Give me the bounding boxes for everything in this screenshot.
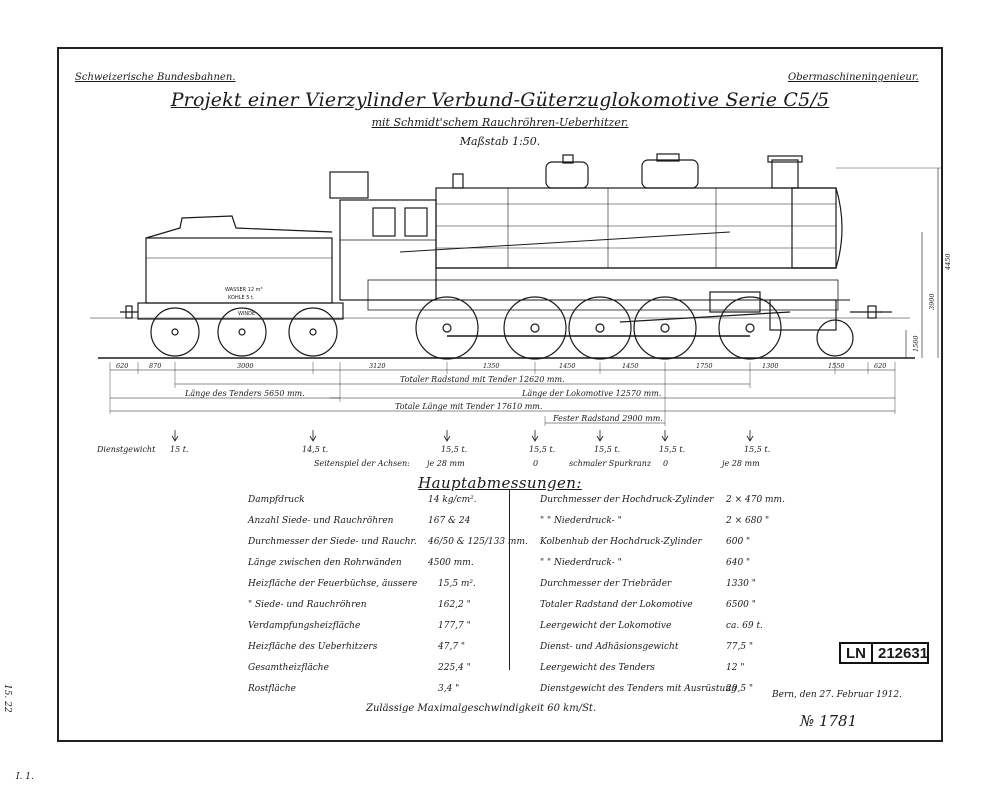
- dim-totale-laenge: Totale Länge mit Tender 17610 mm.: [395, 402, 542, 411]
- dim-vert-1: 3900: [928, 293, 936, 310]
- dim-seg-2: 3000: [237, 362, 254, 370]
- dim-seg-3: 3120: [369, 362, 386, 370]
- dim-laenge-lok: Länge der Lokomotive 12570 mm.: [521, 389, 661, 398]
- dim-vert-0: 4450: [944, 253, 952, 271]
- stamp-number: 212631: [878, 644, 929, 662]
- tender-winde: WINDE: [238, 311, 255, 317]
- dim-seg-8: 1300: [762, 362, 779, 370]
- axle-weight-5: 15,5 t.: [659, 445, 685, 454]
- axle-spiel-0: je 28 mm: [425, 459, 465, 468]
- dim-seg-4: 1350: [483, 362, 500, 370]
- max-speed: Zulässige Maximalgeschwindigkeit 60 km/S…: [366, 703, 597, 714]
- header-right: Obermaschineningenieur.: [788, 72, 919, 83]
- dim-vert-2: 1560: [912, 335, 920, 352]
- tender-wasser: WASSER 12 m³: [225, 287, 263, 293]
- axle-spiel-3: 0: [663, 459, 668, 468]
- axle-spiel-1: 0: [533, 459, 538, 468]
- drawing-number: № 1781: [800, 712, 858, 730]
- dienstgewicht-label: Dienstgewicht: [96, 445, 156, 454]
- dim-seg-1: 870: [149, 362, 161, 370]
- corner-mark: I. 1.: [16, 772, 34, 782]
- hauptabmessungen-title: Hauptabmessungen:: [418, 474, 582, 492]
- footer-date: Bern, den 27. Februar 1912.: [772, 690, 902, 700]
- drawing-subtitle: mit Schmidt'schem Rauchröhren-Ueberhitze…: [371, 116, 629, 129]
- dim-seg-5: 1450: [559, 362, 576, 370]
- dim-seg-7: 1750: [696, 362, 713, 370]
- axle-weight-4: 15,5 t.: [594, 445, 620, 454]
- axle-weight-0: 15 t.: [170, 445, 188, 454]
- drawing-title: Projekt einer Vierzylinder Verbund-Güter…: [170, 89, 830, 111]
- axle-weight-6: 15,5 t.: [744, 445, 770, 454]
- axle-weight-3: 15,5 t.: [529, 445, 555, 454]
- stamp-prefix: LN: [841, 644, 873, 662]
- archive-stamp: LN 212631: [839, 642, 929, 664]
- table-divider: [509, 490, 510, 670]
- dim-laenge-tender: Länge des Tenders 5650 mm.: [184, 389, 305, 398]
- dim-seg-9: 1550: [828, 362, 845, 370]
- drawing-frame: [57, 47, 943, 742]
- tender-kohle: KOHLE 5 t.: [228, 295, 255, 301]
- dim-seg-6: 1450: [622, 362, 639, 370]
- dim-seg-0: 620: [116, 362, 128, 370]
- drawing-scale: Maßstab 1:50.: [459, 135, 541, 148]
- dim-radstand-tender: Totaler Radstand mit Tender 12620 mm.: [400, 375, 565, 384]
- header-left: Schweizerische Bundesbahnen.: [75, 72, 236, 83]
- axle-weight-2: 15,5 t.: [441, 445, 467, 454]
- axle-weight-1: 14,5 t.: [302, 445, 328, 454]
- axle-spiel-2: schmaler Spurkranz: [569, 459, 652, 468]
- axle-spiel-4: je 28 mm: [720, 459, 760, 468]
- seitenspiel-label: Seitenspiel der Achsen:: [314, 459, 410, 468]
- side-mark: 15. 22: [2, 684, 12, 713]
- dim-fester-radstand: Fester Radstand 2900 mm.: [552, 414, 663, 423]
- dim-seg-10: 620: [874, 362, 886, 370]
